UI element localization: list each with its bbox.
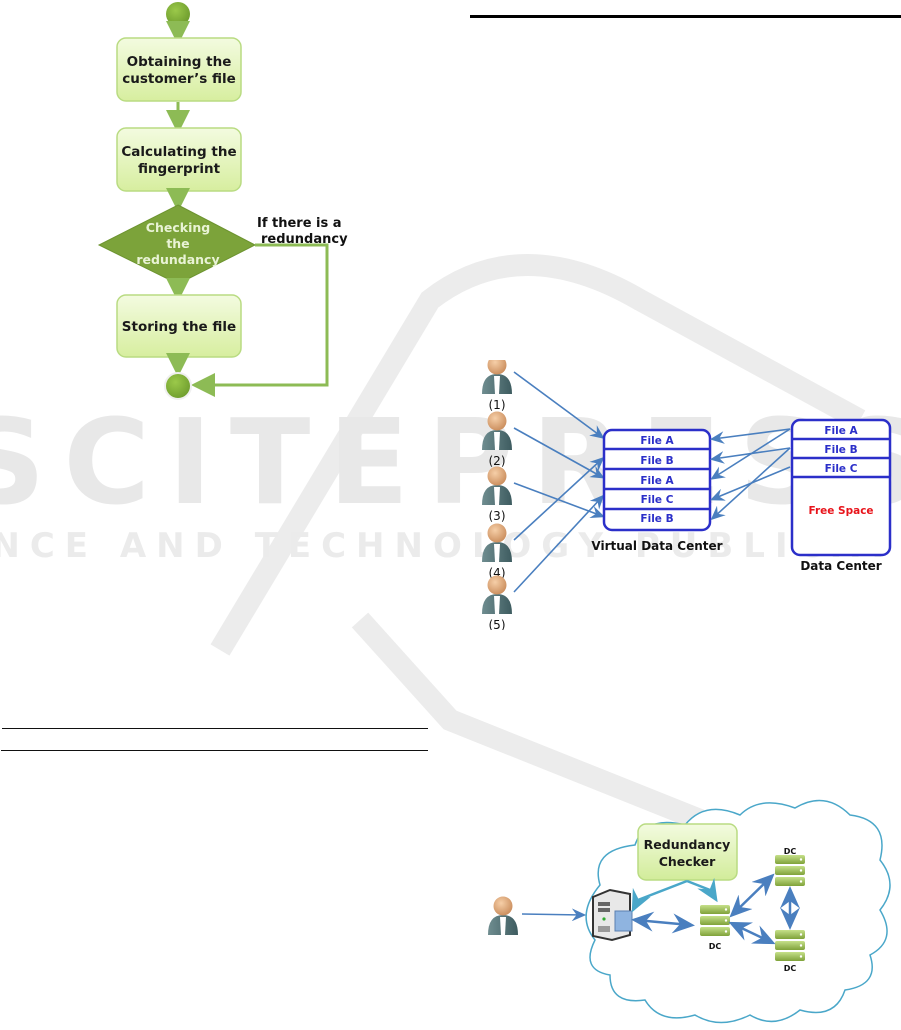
document-icon (614, 910, 633, 932)
flowchart: Obtaining the customer’s file Calculatin… (97, 2, 348, 400)
dc-server-icon (700, 905, 730, 936)
branch-label-line: If there is a (257, 216, 342, 231)
user-arrow (513, 371, 605, 439)
dc-label: DC (784, 847, 797, 856)
user-icon (482, 360, 512, 394)
dc-server-icon (775, 930, 805, 961)
user-icon (482, 523, 512, 562)
end-node (164, 372, 192, 400)
user-arrow (513, 456, 605, 541)
free-space-label: Free Space (808, 505, 873, 517)
redundancy-checker-box (637, 823, 738, 881)
user-icon (488, 896, 518, 935)
virtual-data-center-diagram: (1) (2) (3) (4) (5) File A File B File A Fil… (482, 360, 892, 630)
step-label-line: Calculating the (121, 144, 236, 160)
decision-label-line: redundancy (136, 252, 219, 267)
dc-arrows (709, 428, 791, 521)
vdc-file: File A (640, 475, 674, 487)
dc-arrow (710, 466, 791, 501)
user-arrow (513, 494, 605, 593)
dc-file: File B (824, 444, 857, 456)
branch-label-line: redundancy (261, 232, 348, 247)
vdc-file: File B (640, 513, 673, 525)
start-node (166, 2, 190, 26)
step-label-line: Storing the file (122, 319, 236, 335)
users: (1) (2) (3) (4) (5) (482, 360, 512, 630)
vdc-file: File B (640, 455, 673, 467)
user-arrow (513, 427, 605, 479)
user-arrows (513, 371, 605, 593)
user-icon (482, 411, 512, 450)
user-icon (482, 575, 512, 614)
dc-file: File A (824, 425, 858, 437)
dc-label: DC (709, 942, 722, 951)
dc-link-arrow (729, 873, 775, 918)
user-number-label: (1) (489, 398, 506, 412)
step-label-line: customer’s file (122, 71, 235, 87)
user-icon (482, 466, 512, 505)
dc-server-icon (775, 855, 805, 886)
step-label-line: fingerprint (138, 161, 221, 177)
user-number-label: (3) (489, 509, 506, 523)
decision-label-line: Checking (146, 220, 210, 235)
checker-label-line: Redundancy (644, 837, 731, 852)
dc-arrow (709, 428, 791, 444)
dc-arrow (709, 447, 791, 464)
checker-to-server-arrow (631, 879, 688, 913)
user-number-label: (5) (489, 618, 506, 630)
user-to-server-arrow (521, 908, 587, 922)
checker-label-line: Checker (659, 854, 716, 869)
vdc-file: File A (640, 435, 674, 447)
table-rule-top (2, 728, 428, 729)
dc-file: File C (825, 463, 858, 475)
user-number-label: (2) (489, 454, 506, 468)
dc-link-arrow (728, 921, 776, 945)
user-number-label: (4) (489, 566, 506, 580)
checker-to-dc-arrow (686, 877, 718, 903)
dc-label: DC (784, 964, 797, 973)
section-rule (470, 15, 901, 18)
decision-label-line: the (166, 236, 189, 251)
vdc-file: File C (641, 494, 674, 506)
virtual-dc-box (602, 428, 712, 532)
redundancy-branch-arrow (191, 243, 329, 397)
table-rule-bottom (1, 750, 428, 751)
data-center-box (790, 418, 892, 557)
step-box-obtaining (116, 37, 242, 102)
data-center-label: Data Center (800, 559, 881, 573)
cloud-redundancy-diagram: Redundancy Checker DC DC DC (488, 799, 891, 1024)
server-dc-arrow (631, 911, 695, 934)
vdc-label: Virtual Data Center (591, 539, 722, 553)
step-label-line: Obtaining the (127, 54, 232, 70)
